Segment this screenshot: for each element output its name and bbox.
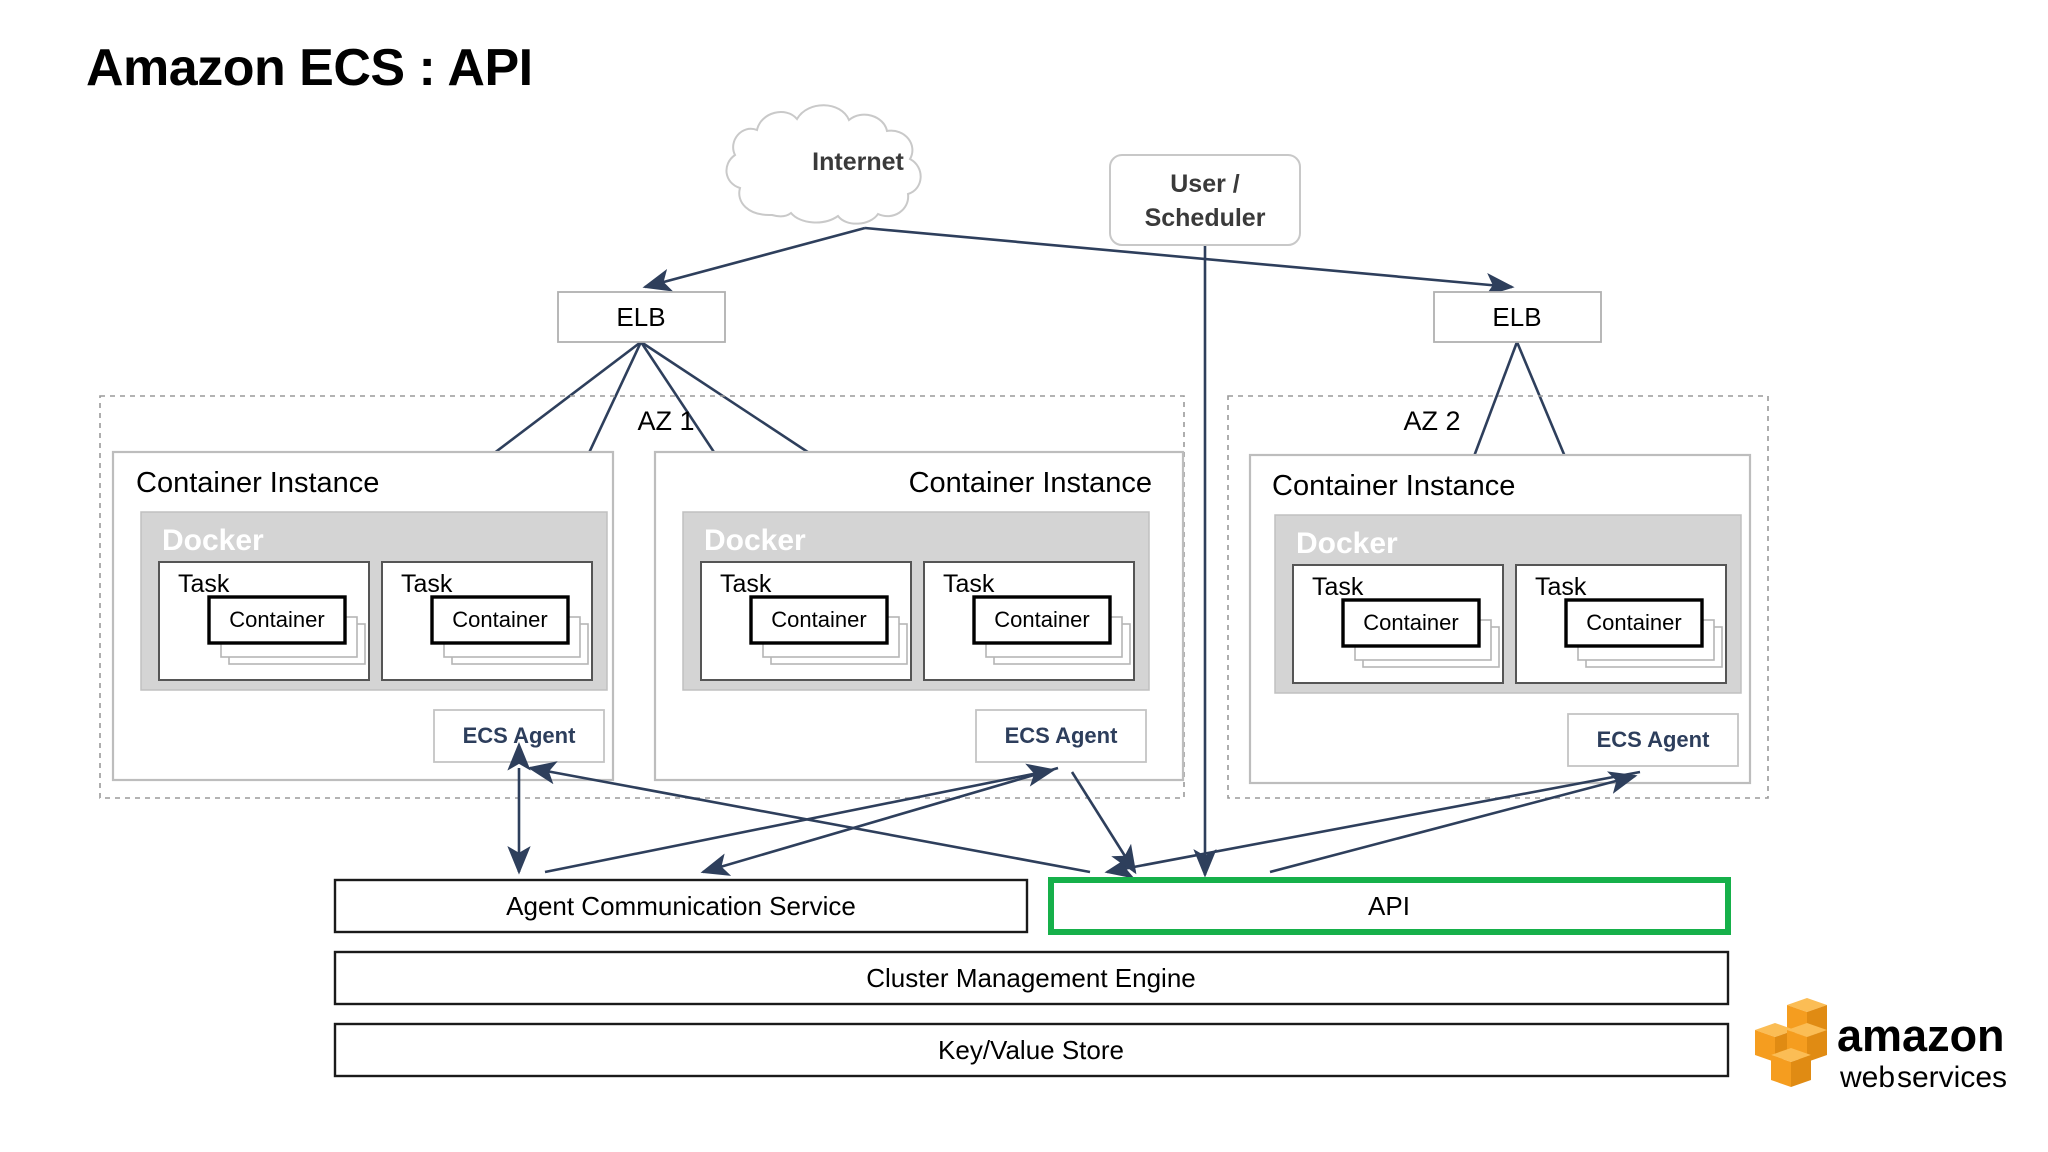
task-box[interactable]: Task Container [381,561,593,681]
aws-wordmark-web: web [1839,1061,1895,1094]
aws-wordmark-services: services [1897,1061,2007,1094]
internet-cloud[interactable]: Internet [725,104,922,225]
container-front [972,595,1112,645]
container-label: Container [994,607,1089,632]
container-front [1341,598,1481,648]
container-label: Container [229,607,324,632]
agent-communication-service-node[interactable]: Agent Communication Service [333,878,1029,934]
agent-communication-service-box [333,878,1029,934]
edge-api-agent1 [527,761,1091,874]
task-label: Task [1312,573,1364,601]
edge-api-agent3 [1269,771,1638,874]
task-label: Task [943,570,995,598]
docker-label: Docker [1296,527,1398,560]
task-box[interactable]: Task Container [158,561,370,681]
az2-label: AZ 2 [1403,406,1460,436]
container-label: Container [771,607,866,632]
cluster-management-engine-label: Cluster Management Engine [866,963,1196,993]
task-label: Task [720,570,772,598]
elb-right-box [1433,291,1602,343]
container-instance-az2-1[interactable]: Container Instance Docker Task Container… [1248,453,1752,785]
api-box [1048,877,1731,935]
elb-left-node[interactable]: ELB [557,291,726,343]
key-value-store-box [333,1022,1730,1078]
edges-internet-to-elb [642,226,1515,297]
availability-zone-az2: AZ 2 Container Instance Docker Task Cont… [1227,395,1769,799]
aws-logo: amazon web services [1755,998,2007,1094]
cluster-management-engine-box [333,950,1730,1006]
container-instance-title: Container Instance [136,467,379,499]
user-scheduler-box [1109,154,1301,246]
ecs-agent-box[interactable] [1567,713,1739,767]
docker-label: Docker [162,524,264,557]
container-front [430,595,570,645]
agent-communication-service-label: Agent Communication Service [506,891,856,921]
edge-agent3-api [1104,770,1641,879]
ecs-agent-box[interactable] [975,709,1147,763]
aws-wordmark-amazon: amazon [1837,1010,2005,1061]
container-front [749,595,889,645]
cluster-management-engine-node[interactable]: Cluster Management Engine [333,950,1730,1006]
elb-right-node[interactable]: ELB [1433,291,1602,343]
edge-agent2-api [1070,771,1137,875]
container-label: Container [1586,610,1681,635]
ecs-agent-label: ECS Agent [1597,727,1711,752]
availability-zone-az1: AZ 1 Container Instance Docker Task Cont… [99,395,1185,799]
cube-bottom [1771,1048,1811,1087]
task-box[interactable]: Task Container [923,561,1135,681]
page-title: Amazon ECS : API [86,39,533,97]
task-label: Task [1535,573,1587,601]
container-instance-title: Container Instance [1272,470,1515,502]
edge-acs-agent2 [544,763,1056,874]
task-label: Task [178,570,230,598]
az1-label: AZ 1 [637,406,694,436]
task-box[interactable]: Task Container [1292,564,1504,684]
container-label: Container [452,607,547,632]
user-scheduler-line1: User / [1170,170,1240,198]
api-label: API [1368,891,1410,921]
user-scheduler-line2: Scheduler [1145,204,1266,232]
key-value-store-label: Key/Value Store [938,1035,1124,1065]
cloud-icon [725,104,922,225]
ecs-agent-label: ECS Agent [463,723,577,748]
task-box[interactable]: Task Container [700,561,912,681]
container-instance-title: Container Instance [909,467,1152,499]
elb-right-label: ELB [1492,302,1541,332]
task-box[interactable]: Task Container [1515,564,1727,684]
api-node[interactable]: API [1048,877,1731,935]
elb-left-label: ELB [616,302,665,332]
container-label: Container [1363,610,1458,635]
ecs-agent-label: ECS Agent [1005,723,1119,748]
key-value-store-node[interactable]: Key/Value Store [333,1022,1730,1078]
internet-label: Internet [812,148,904,176]
edge-agent2-acs [700,766,1059,876]
container-front [1564,598,1704,648]
container-front [207,595,347,645]
container-instance-az1-1[interactable]: Container Instance Docker Task Container… [111,450,615,782]
user-scheduler-node[interactable]: User / Scheduler [1109,154,1301,246]
edges-agents-to-control-plane [507,742,1641,879]
edge-internet-elb-left [642,226,866,292]
task-label: Task [401,570,453,598]
aws-cubes-icon [1755,998,1827,1087]
edge-internet-elb-right [864,226,1515,297]
docker-label: Docker [704,524,806,557]
container-instance-az1-2[interactable]: Container Instance Docker Task Container… [653,450,1185,782]
elb-left-box [557,291,726,343]
